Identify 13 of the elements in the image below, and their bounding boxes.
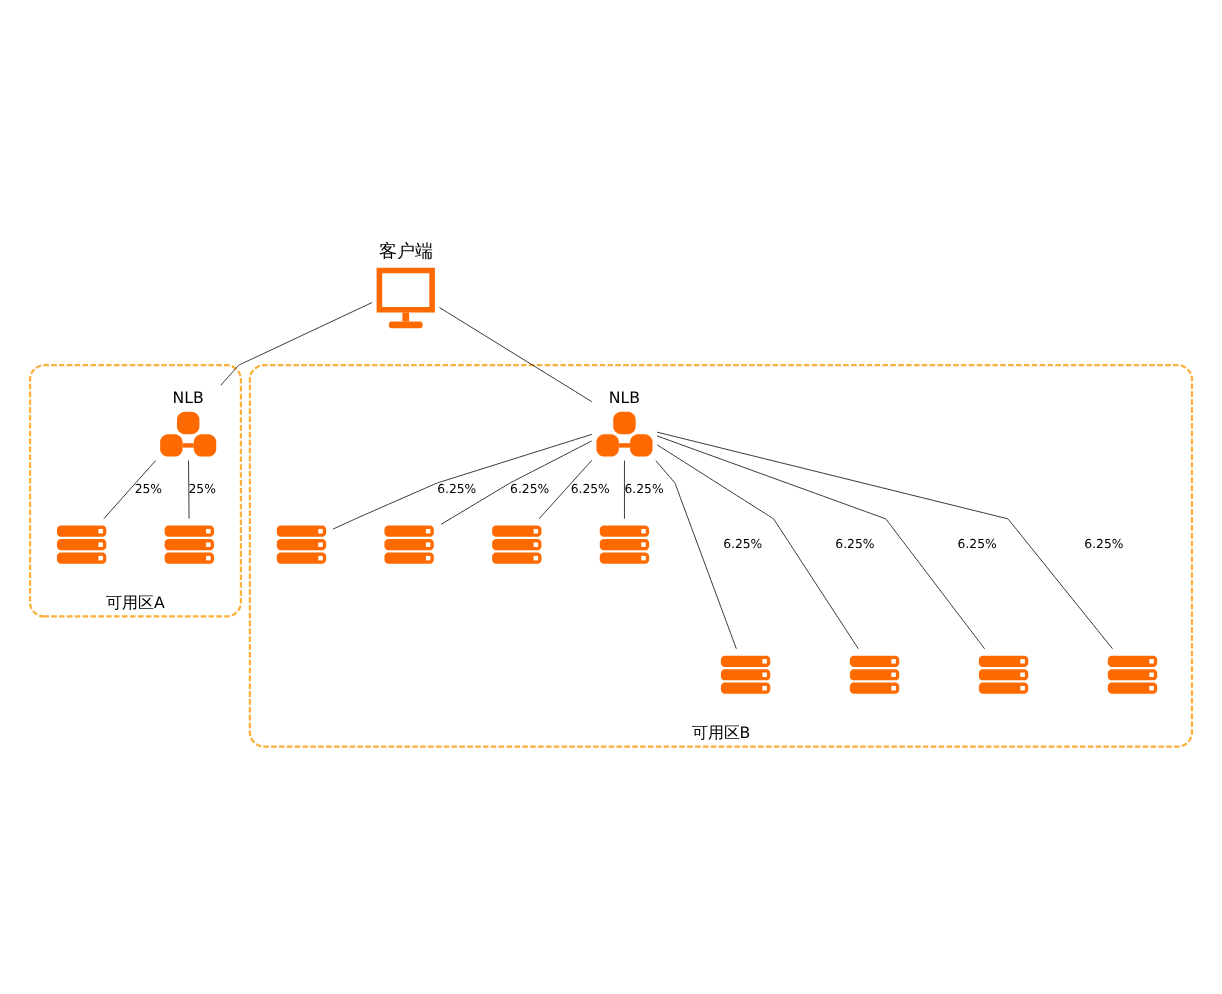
connector bbox=[655, 460, 737, 650]
connector bbox=[656, 431, 1113, 650]
connector bbox=[188, 460, 190, 520]
connector bbox=[220, 302, 373, 386]
connector bbox=[656, 435, 986, 650]
connector bbox=[656, 444, 859, 650]
connector bbox=[439, 307, 593, 403]
connector bbox=[440, 440, 593, 525]
connector bbox=[332, 433, 593, 530]
node-label: 客户端 bbox=[378, 243, 433, 264]
connector bbox=[538, 459, 593, 520]
connector bbox=[103, 460, 157, 520]
connector bbox=[624, 460, 625, 520]
